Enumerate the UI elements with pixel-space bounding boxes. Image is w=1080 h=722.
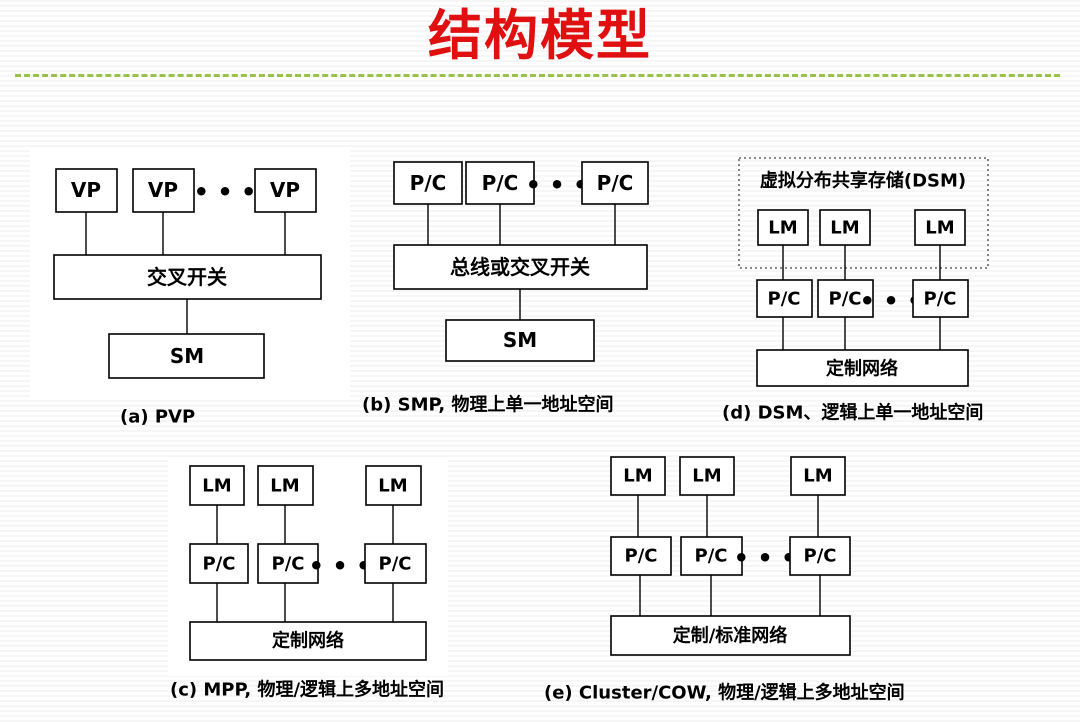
a-vp-box-1: [55, 168, 118, 213]
c-pc-label-1: P/C: [203, 554, 236, 575]
d-network-label: 定制网络: [826, 358, 898, 380]
c-lm-label-3: LM: [378, 476, 407, 497]
diagram-d-dsm: 虚拟分布共享存储(DSM) LM LM LM P/C P/C • • • P/C…: [722, 157, 989, 424]
diagram-c-mpp: LM LM LM P/C P/C • • • P/C 定制网络 (c) MPP,…: [168, 458, 448, 701]
d-pc-box-2: [817, 279, 874, 318]
a-sm-box: [108, 333, 265, 379]
c-pc-label-3: P/C: [379, 554, 412, 575]
c-pc-label-2: P/C: [272, 554, 305, 575]
c-pc-box-2: [257, 543, 319, 584]
e-lm-box-1: [610, 456, 666, 496]
a-switch-label: 交叉开关: [147, 265, 227, 289]
e-lm-label-1: LM: [623, 466, 652, 487]
c-pc-box-3: [364, 543, 427, 584]
e-pc-box-1: [610, 536, 672, 576]
d-caption: (d) DSM、逻辑上单一地址空间: [722, 402, 983, 424]
e-pc-label-2: P/C: [695, 546, 728, 567]
a-sm-label: SM: [170, 344, 204, 368]
diagram-e-cluster: LM LM LM P/C P/C • • • P/C 定制/标准网络 (e) C…: [544, 456, 905, 704]
e-pc-box-3: [789, 536, 851, 576]
b-pc-box-3: [581, 161, 649, 205]
a-vp-label-3: VP: [270, 178, 300, 202]
c-caption: (c) MPP, 物理/逻辑上多地址空间: [170, 679, 444, 701]
a-ellipsis: • • •: [194, 178, 257, 206]
b-pc-box-2: [465, 161, 535, 205]
b-pc-label-3: P/C: [597, 171, 634, 195]
e-lm-box-3: [790, 456, 846, 496]
d-ellipsis: • • •: [860, 287, 923, 315]
diagram-a-pvp: VP VP • • • VP 交叉开关 SM (a) PVP: [30, 150, 350, 428]
e-lm-label-2: LM: [692, 466, 721, 487]
e-lm-box-2: [679, 456, 735, 496]
b-sm-label: SM: [503, 328, 537, 352]
d-pc-box-1: [756, 279, 813, 318]
c-lm-box-3: [365, 465, 422, 506]
e-network-label: 定制/标准网络: [673, 625, 788, 647]
a-switch-box: [53, 254, 322, 300]
a-vp-label-2: VP: [148, 178, 178, 202]
d-pc-label-1: P/C: [768, 289, 801, 310]
e-lm-label-3: LM: [803, 466, 832, 487]
c-ellipsis: • • •: [309, 552, 372, 580]
c-lm-label-1: LM: [202, 476, 231, 497]
b-pc-box-1: [393, 161, 463, 205]
d-lm-box-2: [819, 209, 871, 246]
a-caption: (a) PVP: [120, 407, 195, 428]
d-pc-label-2: P/C: [829, 289, 862, 310]
a-vp-box-3: [254, 168, 317, 213]
d-pc-label-3: P/C: [924, 289, 957, 310]
d-lm-box-1: [757, 209, 809, 246]
b-caption: (b) SMP, 物理上单一地址空间: [362, 394, 613, 416]
diagram-b-smp: P/C P/C • • • P/C 总线或交叉开关 SM (b) SMP, 物理…: [362, 161, 649, 416]
e-pc-label-3: P/C: [804, 546, 837, 567]
e-ellipsis: • • •: [734, 544, 797, 572]
c-network-box: [189, 621, 427, 661]
c-pc-box-1: [189, 543, 249, 584]
c-network-label: 定制网络: [272, 630, 344, 652]
d-lm-label-2: LM: [830, 218, 859, 239]
c-lm-box-1: [189, 465, 245, 506]
b-pc-label-2: P/C: [482, 171, 519, 195]
b-bus-box: [393, 244, 648, 290]
a-vp-box-2: [132, 168, 195, 213]
c-lm-label-2: LM: [270, 476, 299, 497]
e-pc-label-1: P/C: [625, 546, 658, 567]
e-network-box: [610, 615, 851, 656]
title-divider: [15, 74, 1060, 77]
d-lm-label-1: LM: [768, 218, 797, 239]
e-pc-box-2: [680, 536, 743, 576]
d-lm-box-3: [914, 209, 966, 246]
b-ellipsis: • • •: [526, 171, 589, 199]
page-title: 结构模型: [428, 4, 652, 67]
b-bus-label: 总线或交叉开关: [450, 255, 590, 279]
d-dsm-label: 虚拟分布共享存储(DSM): [760, 170, 966, 192]
d-lm-label-3: LM: [925, 218, 954, 239]
b-sm-box: [445, 319, 595, 362]
d-pc-box-3: [912, 279, 969, 318]
d-network-box: [756, 349, 969, 387]
e-caption: (e) Cluster/COW, 物理/逻辑上多地址空间: [544, 682, 905, 704]
c-lm-box-2: [257, 465, 314, 506]
b-pc-label-1: P/C: [410, 171, 447, 195]
a-vp-label-1: VP: [71, 178, 101, 202]
